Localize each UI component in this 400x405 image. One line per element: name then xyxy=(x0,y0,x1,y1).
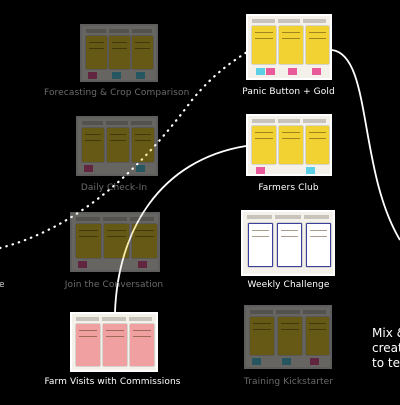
card-label: Training Kickstarter xyxy=(243,377,334,387)
card-training-kickstarter[interactable]: Training Kickstarter xyxy=(226,305,351,389)
card-weekly-challenge[interactable]: Weekly Challenge xyxy=(226,208,351,292)
storyboard-thumbnail xyxy=(246,114,332,176)
side-caption: Mix & creat to ter xyxy=(372,326,400,371)
card-label: Weekly Challenge xyxy=(247,280,330,290)
caption-line: to ter xyxy=(372,356,400,370)
storyboard-thumbnail xyxy=(70,312,158,372)
storyboard-thumbnail xyxy=(241,210,335,276)
card-label: Farm Visits with Commissions xyxy=(44,377,181,387)
partial-label: e xyxy=(0,280,5,290)
card-label: Farmers Club xyxy=(258,183,319,193)
storyboard-thumbnail xyxy=(80,24,158,82)
solid-connector-panic-button xyxy=(331,49,400,241)
card-label: Panic Button + Gold xyxy=(242,87,335,97)
card-join-conversation[interactable]: Join the Conversation xyxy=(44,212,184,292)
solid-connector-farmers-club xyxy=(114,145,247,313)
storyboard-thumbnail xyxy=(246,14,332,80)
card-label: Join the Conversation xyxy=(64,280,164,290)
card-daily-checkin[interactable]: Daily Check-In xyxy=(44,116,184,196)
card-panic-button[interactable]: Panic Button + Gold xyxy=(226,14,351,98)
storyboard-thumbnail xyxy=(70,212,160,272)
card-label: Daily Check-In xyxy=(80,183,148,193)
caption-line: creat xyxy=(372,341,400,355)
card-forecasting[interactable]: Forecasting & Crop Comparison xyxy=(44,20,190,100)
dotted-connector xyxy=(0,50,249,250)
card-farmers-club[interactable]: Farmers Club xyxy=(226,112,351,196)
storyboard-thumbnail xyxy=(244,305,332,369)
storyboard-thumbnail xyxy=(76,116,158,176)
card-label: Forecasting & Crop Comparison xyxy=(44,88,190,98)
caption-line: Mix & xyxy=(372,326,400,340)
card-farm-visits[interactable]: Farm Visits with Commissions xyxy=(40,310,185,390)
